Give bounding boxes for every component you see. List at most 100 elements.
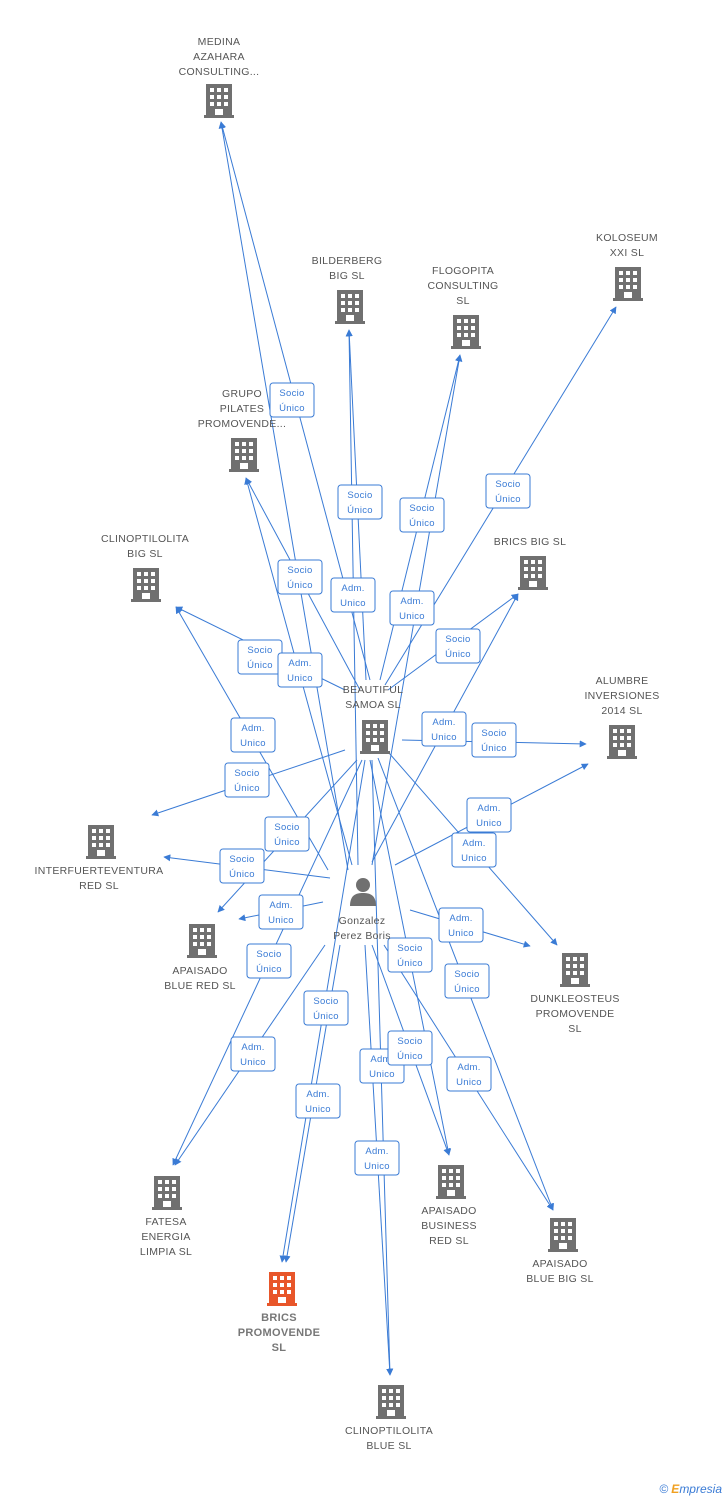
edge-label-box: [224, 762, 270, 798]
company-node-bilderberg[interactable]: BILDERBERG BIG SL: [312, 255, 383, 324]
edge-label-box: [399, 497, 445, 533]
edge-label-box: [246, 943, 292, 979]
edge-label-role: Socio: [347, 490, 372, 501]
edge-label-role: Socio: [229, 854, 254, 865]
edge-label-role: Adm.: [370, 1054, 393, 1065]
edge-label[interactable]: Adm.Unico: [389, 590, 435, 626]
edge-label[interactable]: Adm. Unico: [451, 832, 497, 868]
node-label: BILDERBERG: [312, 255, 383, 267]
edge-label-type: Unico: [461, 853, 487, 864]
node-label: CONSULTING...: [179, 66, 260, 78]
building-icon: [204, 84, 234, 118]
edge-label-role: Socio: [454, 969, 479, 980]
edge-label-box: [277, 652, 323, 688]
edge-label-box: [421, 711, 467, 747]
edge-label-type: Unico: [456, 1077, 482, 1088]
building-icon: [518, 556, 548, 590]
edge-label[interactable]: Adm.Unico: [330, 577, 376, 613]
edge-label-box: [485, 473, 531, 509]
company-node-medina[interactable]: MEDINAAZAHARACONSULTING...: [179, 36, 260, 118]
edge-label[interactable]: Adm.Unico: [277, 652, 323, 688]
building-icon: [548, 1218, 578, 1252]
edge-label[interactable]: Adm.Unico: [258, 894, 304, 930]
edge-label-role: Socio: [481, 728, 506, 739]
edge-label-type: Único: [313, 1011, 339, 1022]
node-label: PROMOVENDE: [238, 1327, 320, 1339]
edge-label[interactable]: Adm.Unico: [230, 1036, 276, 1072]
edge-label[interactable]: Adm.Unico: [354, 1140, 400, 1176]
edge-label-type: Único: [256, 964, 282, 975]
edge-label[interactable]: Adm.Unico: [438, 907, 484, 943]
edge-label-role: Adm.: [365, 1146, 388, 1157]
edge-label-type: Unico: [268, 915, 294, 926]
footer-brand[interactable]: ©Empresia: [659, 1482, 722, 1496]
building-icon: [267, 1272, 297, 1306]
edge-label-type: Único: [229, 869, 255, 880]
company-node-bricsbig[interactable]: BRICS BIG SL: [494, 536, 566, 590]
node-label: SL: [456, 295, 469, 307]
edge-label-role: Socio: [279, 388, 304, 399]
edge-label-role: Socio: [313, 996, 338, 1007]
edge-label[interactable]: Adm.Unico: [295, 1083, 341, 1119]
node-label: BLUE SL: [366, 1440, 411, 1452]
edge-label-box: [258, 894, 304, 930]
edge-label-box: [337, 484, 383, 520]
node-label: SL: [272, 1342, 287, 1354]
building-icon: [376, 1385, 406, 1419]
edge-label-role: Socio: [397, 1036, 422, 1047]
building-icon: [335, 290, 365, 324]
edge-label[interactable]: Adm.Unico: [421, 711, 467, 747]
edge-label-role: Adm.: [288, 658, 311, 669]
edge-label-box: [264, 816, 310, 852]
edge-label-role: Socio: [495, 479, 520, 490]
node-label: BIG SL: [329, 270, 365, 282]
node-label: PILATES: [220, 403, 265, 415]
edge-label[interactable]: Adm.Unico: [230, 717, 276, 753]
node-label: INTERFUERTEVENTURA: [35, 865, 164, 877]
edge-label-type: Único: [247, 660, 273, 671]
edge-label[interactable]: Adm.Unico: [446, 1056, 492, 1092]
edge-label-role: Adm.: [449, 913, 472, 924]
building-icon: [360, 720, 390, 754]
node-label: FATESA: [145, 1216, 186, 1228]
edge-label-type: Unico: [476, 818, 502, 829]
edge-label[interactable]: Adm.Unico: [466, 797, 512, 833]
node-label: LIMPIA SL: [140, 1246, 192, 1258]
edge-label-type: Único: [409, 518, 435, 529]
edge-label-role: Socio: [445, 634, 470, 645]
building-icon: [152, 1176, 182, 1210]
company-node-grupo[interactable]: GRUPOPILATESPROMOVENDE...: [198, 388, 287, 472]
edge-label-role: Adm.: [462, 838, 485, 849]
node-label: BUSINESS: [421, 1220, 477, 1232]
